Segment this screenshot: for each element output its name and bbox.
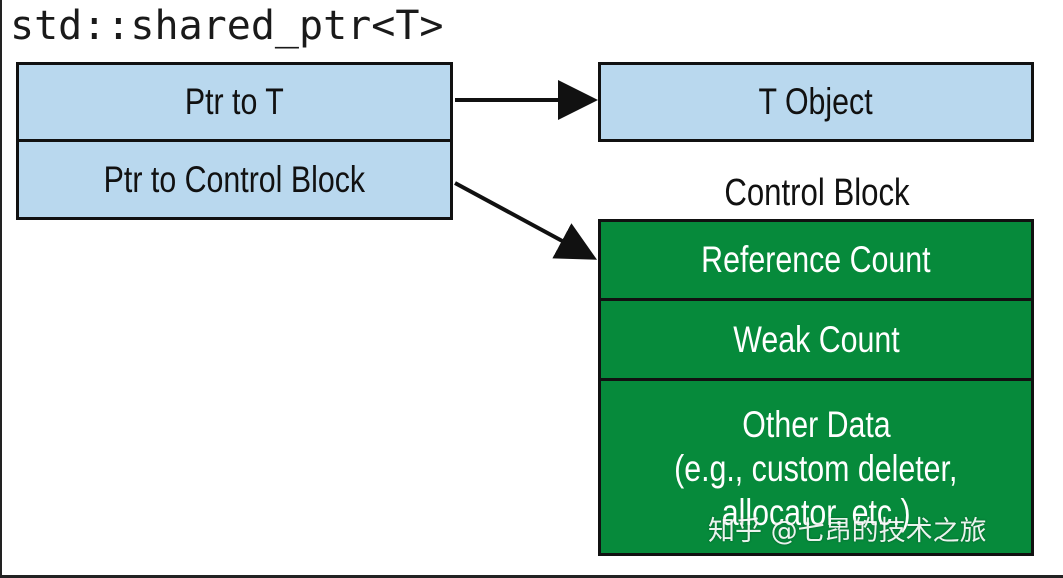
- watermark: 知乎 @七昂的技术之旅: [708, 516, 987, 547]
- other-data-line2: (e.g., custom deleter,: [674, 448, 958, 489]
- frame-left-border: [0, 0, 2, 578]
- other-data-text: Other Data (e.g., custom deleter, alloca…: [643, 403, 989, 535]
- weak-count-label: Weak Count: [732, 318, 900, 360]
- other-data-line1: Other Data: [741, 404, 891, 445]
- ptr-to-control-block-field: Ptr to Control Block: [16, 139, 453, 220]
- ptr-to-t-label: Ptr to T: [185, 81, 284, 122]
- arrow-ptr-to-control-block: [454, 181, 598, 260]
- ptr-to-control-block-label: Ptr to Control Block: [103, 158, 366, 200]
- ptr-to-t-field: Ptr to T: [16, 62, 453, 142]
- diagram-title: std::shared_ptr<T>: [10, 3, 444, 49]
- other-data-field: Other Data (e.g., custom deleter, alloca…: [598, 378, 1034, 556]
- reference-count-field: Reference Count: [598, 219, 1034, 301]
- t-object-label: T Object: [758, 81, 874, 122]
- t-object-box: T Object: [598, 62, 1034, 142]
- weak-count-field: Weak Count: [598, 298, 1034, 381]
- control-block-heading: Control Block: [600, 168, 1033, 218]
- reference-count-label: Reference Count: [701, 239, 931, 280]
- control-block-heading-text: Control Block: [723, 172, 910, 214]
- frame-bottom-border: [0, 575, 1063, 578]
- other-data-line3: allocator, etc.): [721, 492, 911, 533]
